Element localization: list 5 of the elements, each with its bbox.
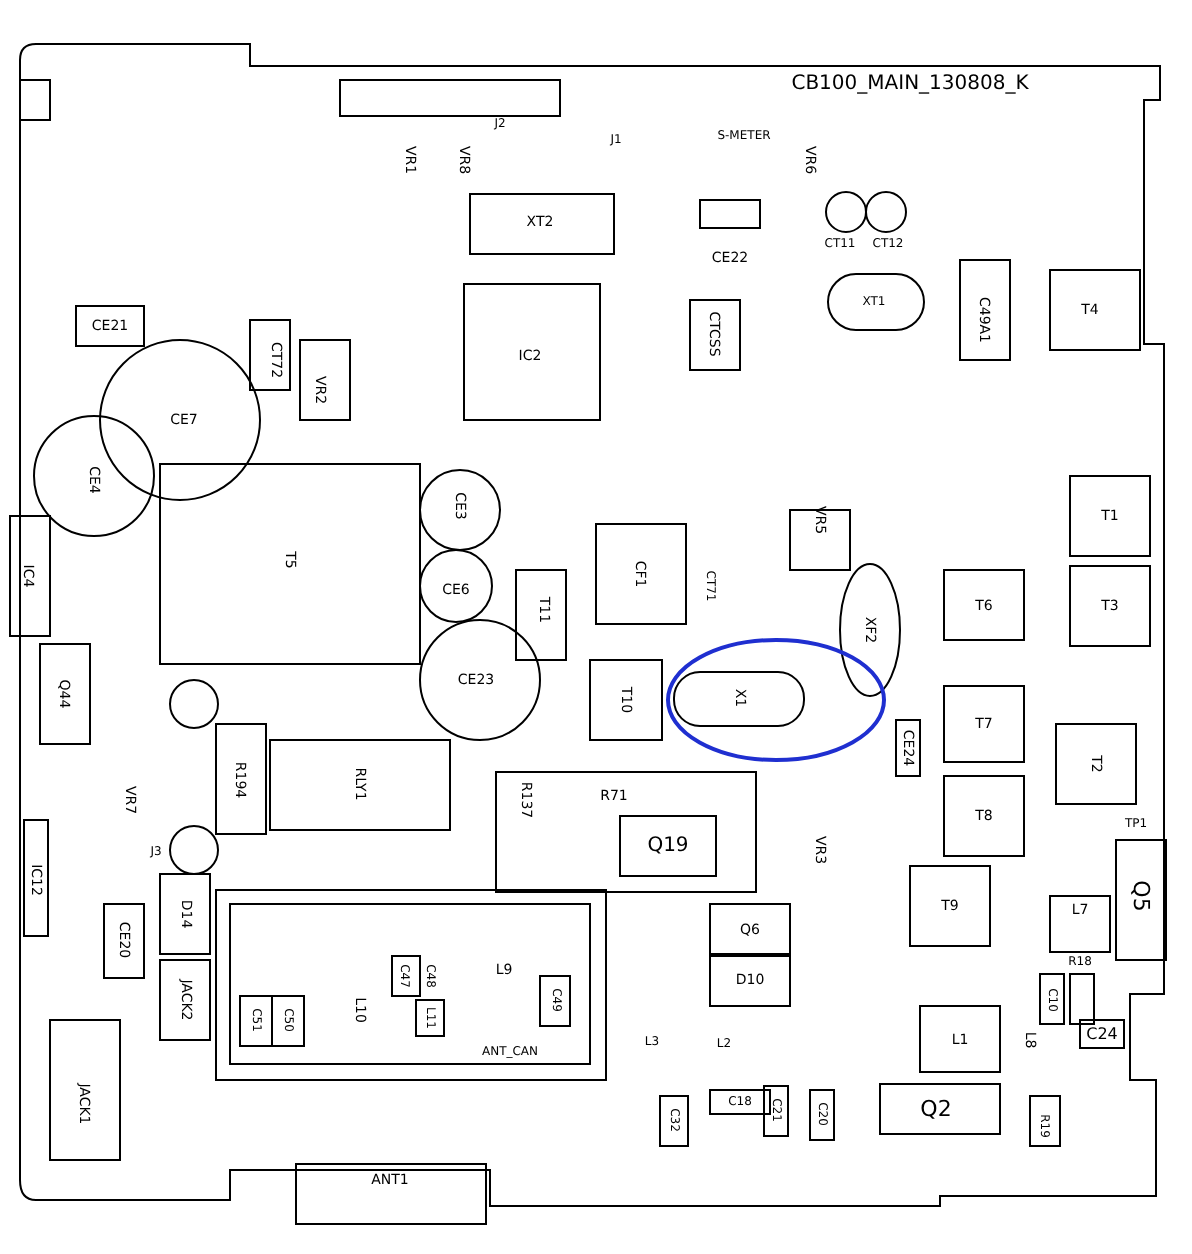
part-label: Q19: [647, 835, 689, 857]
part-label: Q5: [1128, 880, 1152, 912]
part-label: C24: [1086, 1025, 1118, 1043]
part-label: Q2: [920, 1098, 952, 1122]
part-label: CB100_MAIN_130808_K: [791, 73, 1029, 95]
